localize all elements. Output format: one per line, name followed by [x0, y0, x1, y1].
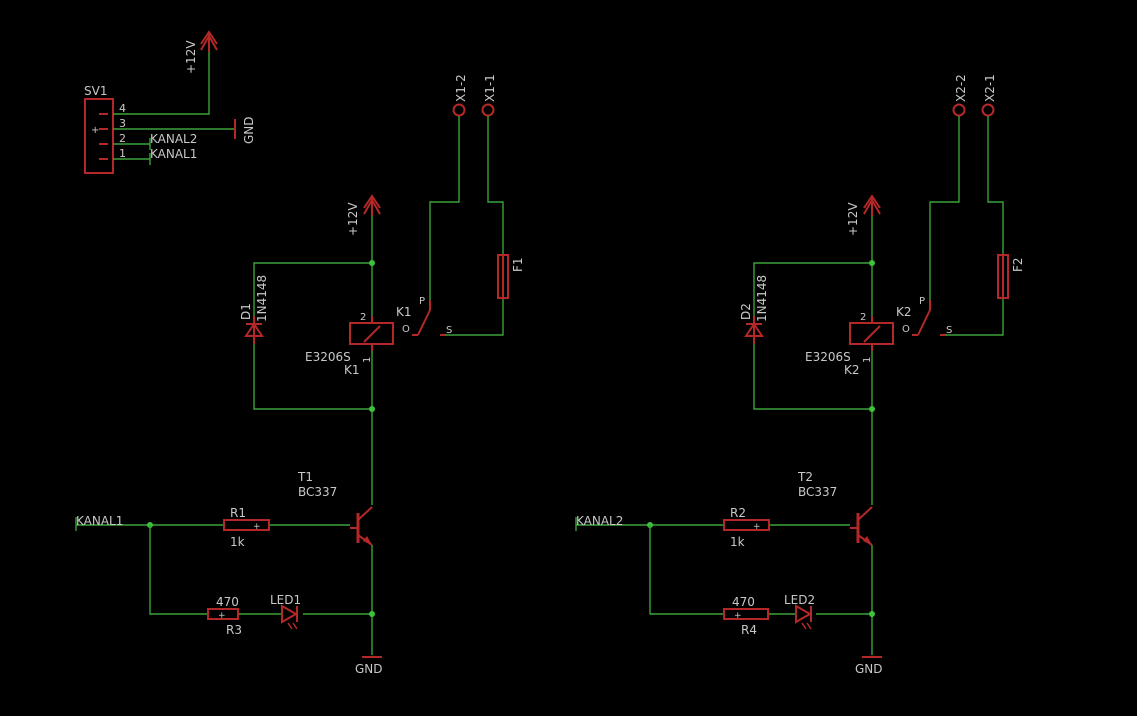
transistor-t1-name: T1	[297, 470, 313, 484]
transistor-t2-name: T2	[797, 470, 813, 484]
resistor-r1-value: 1k	[230, 535, 245, 549]
vcc-symbol-2: +12V	[846, 194, 881, 236]
svg-text:+: +	[753, 522, 761, 532]
terminal-x1-2[interactable]	[452, 103, 466, 117]
resistor-r4[interactable]: +	[723, 608, 769, 621]
gnd-symbol-1: GND	[355, 656, 383, 676]
gnd-label-1: GND	[355, 662, 383, 676]
net-label-kanal1: KANAL1	[150, 147, 197, 161]
input-net-kanal2: KANAL2	[576, 514, 623, 528]
resistor-r1[interactable]: +	[223, 519, 270, 532]
svg-text:+: +	[91, 125, 99, 136]
resistor-r2-value: 1k	[730, 535, 745, 549]
contact-s-label: S	[446, 325, 452, 336]
terminal-x2-1[interactable]	[981, 103, 995, 117]
diode-d1-name: D1	[239, 303, 253, 320]
gnd-symbol-2: GND	[855, 656, 883, 676]
resistor-r1-name: R1	[230, 506, 246, 520]
coil-pin-1: 1	[862, 357, 873, 363]
resistor-r3-value: 470	[216, 595, 239, 609]
led-1[interactable]	[281, 604, 299, 630]
wire-vcc-connector	[113, 52, 210, 115]
pin-1-label: 1	[119, 147, 126, 160]
vcc-symbol: +12V	[184, 30, 218, 74]
led-2-name: LED2	[784, 593, 815, 607]
terminal-x2-1-label: X2-1	[983, 74, 997, 102]
connector-sv1[interactable]: SV1 + 4 3 2 1	[84, 84, 126, 174]
resistor-r2[interactable]: +	[723, 519, 770, 532]
terminal-x1-1[interactable]	[481, 103, 495, 117]
transistor-t2-value: BC337	[798, 485, 837, 499]
connector-name: SV1	[84, 84, 107, 98]
input-net-kanal1: KANAL1	[76, 514, 123, 528]
contact-p-label: P	[419, 296, 425, 307]
gnd-label: GND	[242, 116, 256, 144]
fuse-f2-label: F2	[1011, 257, 1025, 272]
channel-1: X1-2 X1-1 F1 P O S K1 +12V	[75, 74, 525, 676]
relay-k2-contact-name: K2	[896, 305, 912, 319]
led-2[interactable]	[795, 604, 813, 630]
terminal-x2-2[interactable]	[952, 103, 966, 117]
gnd-label-2: GND	[855, 662, 883, 676]
relay-k2-name: K2	[844, 363, 860, 377]
pin-4-label: 4	[119, 102, 126, 115]
relay-k1-contact[interactable]: P O S K1	[396, 296, 452, 336]
resistor-r3[interactable]: +	[207, 608, 239, 621]
resistor-r4-name: R4	[741, 623, 757, 637]
terminal-x1-2-label: X1-2	[454, 74, 468, 102]
pin-2-label: 2	[119, 132, 126, 145]
resistor-r4-value: 470	[732, 595, 755, 609]
relay-k1-value: E3206S	[305, 350, 351, 364]
diode-d1[interactable]	[244, 316, 264, 344]
gnd-symbol: GND	[234, 116, 256, 144]
relay-k2-coil[interactable]	[849, 316, 894, 351]
relay-k1-name: K1	[344, 363, 360, 377]
relay-k2-contact[interactable]: P O S K2	[896, 296, 952, 336]
fuse-f1-label: F1	[511, 257, 525, 272]
pin-3-label: 3	[119, 117, 126, 130]
svg-text:+: +	[734, 611, 742, 621]
contact-s-label: S	[946, 325, 952, 336]
relay-k2-value: E3206S	[805, 350, 851, 364]
relay-k1-coil[interactable]	[349, 316, 394, 351]
diode-d2[interactable]	[744, 316, 764, 344]
contact-o-label: O	[902, 324, 910, 335]
svg-text:+: +	[253, 522, 261, 532]
coil-pin-2: 2	[360, 312, 366, 323]
vcc-label-1: +12V	[346, 202, 360, 236]
transistor-t2[interactable]	[850, 506, 873, 546]
terminal-x1-1-label: X1-1	[483, 74, 497, 102]
diode-d2-name: D2	[739, 303, 753, 320]
transistor-t1-value: BC337	[298, 485, 337, 499]
contact-p-label: P	[919, 296, 925, 307]
svg-text:+: +	[218, 611, 226, 621]
contact-o-label: O	[402, 324, 410, 335]
channel-2: X2-2 X2-1 F2 P O S K2 +12V	[575, 74, 1025, 676]
net-label-kanal2: KANAL2	[150, 132, 197, 146]
vcc-symbol-1: +12V	[346, 194, 381, 236]
transistor-t1[interactable]	[350, 506, 373, 546]
resistor-r2-name: R2	[730, 506, 746, 520]
coil-pin-1: 1	[362, 357, 373, 363]
terminal-x2-2-label: X2-2	[954, 74, 968, 102]
led-1-name: LED1	[270, 593, 301, 607]
coil-pin-2: 2	[860, 312, 866, 323]
relay-k1-contact-name: K1	[396, 305, 412, 319]
vcc-label: +12V	[184, 40, 198, 74]
resistor-r3-name: R3	[226, 623, 242, 637]
diode-d2-value: 1N4148	[755, 275, 769, 322]
diode-d1-value: 1N4148	[255, 275, 269, 322]
vcc-label-2: +12V	[846, 202, 860, 236]
